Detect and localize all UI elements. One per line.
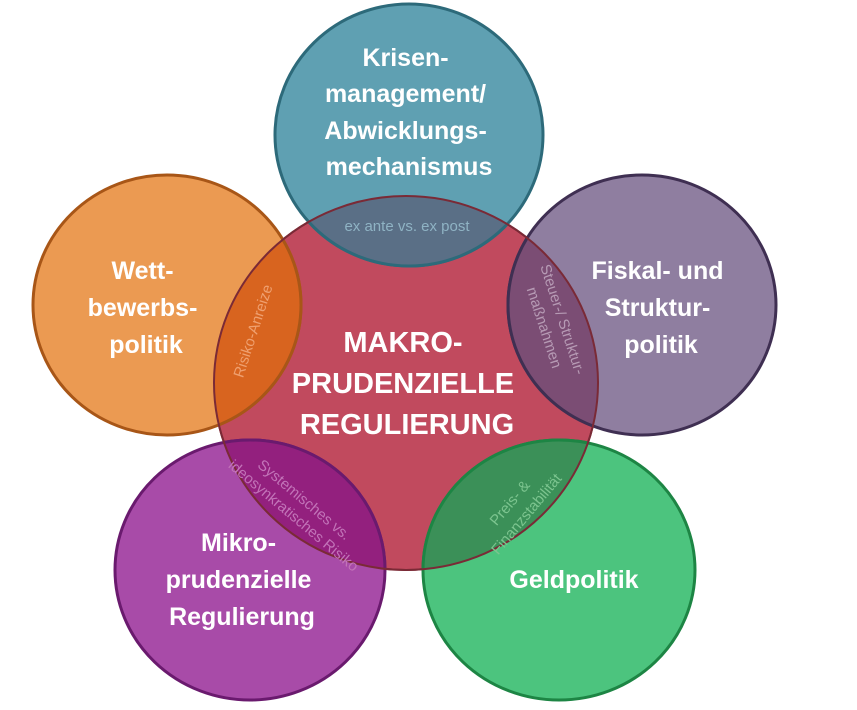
- lens-mikro: [214, 438, 387, 570]
- center-outline: [213, 195, 599, 571]
- label-center: MAKRO- PRUDENZIELLE REGULIERUNG: [292, 327, 522, 441]
- label-geld: Geldpolitik: [509, 566, 638, 594]
- label-wettbewerb: Wett- bewerbs- politik: [88, 257, 205, 359]
- label-krisen: Krisen- management/ Abwicklungs- mechani…: [324, 44, 493, 181]
- lens-geld: [421, 438, 598, 570]
- label-mikro: Mikro- prudenzielle Regulierung: [166, 529, 319, 631]
- label-fiskal: Fiskal- und Struktur- politik: [592, 257, 731, 359]
- overlap-label-krisen: ex ante vs. ex post: [344, 218, 470, 235]
